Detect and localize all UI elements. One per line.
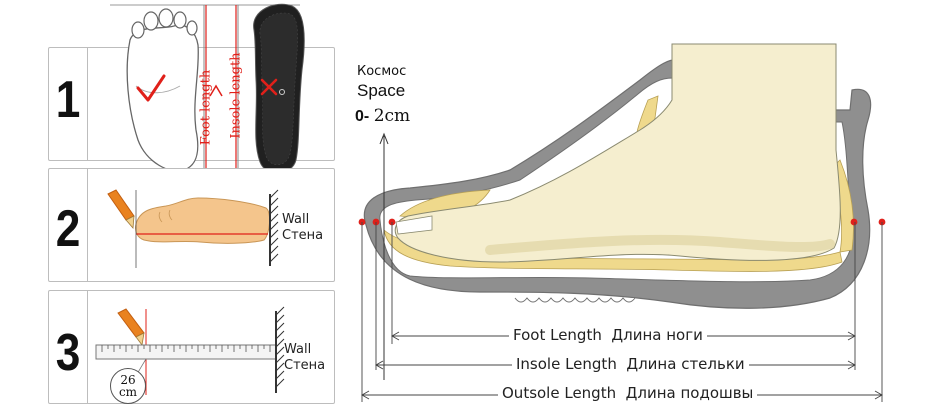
- wall-label-ru: Стена: [282, 228, 324, 243]
- insole-length-measure: Insole Length Длина стельки: [512, 355, 749, 373]
- wall-icon: [269, 189, 279, 266]
- step-number-box: 2: [49, 169, 88, 281]
- cross-icon: [260, 78, 278, 96]
- step-number-box: 1: [49, 48, 88, 160]
- wall-label: Wall Стена: [284, 342, 325, 374]
- step-2-illustration: [107, 189, 279, 268]
- wall-label-ru: Стена: [284, 358, 326, 373]
- foot-length-measure: Foot Length Длина ноги: [509, 326, 707, 344]
- bare-foot-outline: [126, 8, 199, 172]
- foot-shape: [394, 43, 841, 263]
- space-range-prefix: 0-: [355, 108, 370, 125]
- step-number: 1: [55, 71, 81, 129]
- measure-label-ru: Длина стельки: [626, 355, 745, 373]
- step-3-illustration: [95, 306, 285, 395]
- space-label: Space: [357, 81, 406, 100]
- measure-label-ru: Длина ноги: [611, 326, 703, 344]
- wall-label-en: Wall: [282, 212, 310, 227]
- space-range: 0- 2cm: [355, 106, 410, 126]
- shoe-cross-section: [358, 43, 886, 380]
- wall-label-en: Wall: [284, 342, 312, 357]
- outsole-length-measure: Outsole Length Длина подошвы: [498, 384, 758, 402]
- measure-label-en: Insole Length: [516, 355, 617, 373]
- insole-shape: [253, 3, 305, 174]
- step-number: 2: [55, 200, 81, 258]
- space-range-value: 2cm: [373, 106, 411, 126]
- check-icon: [136, 74, 166, 102]
- ruler-reading-unit: cm: [118, 385, 138, 399]
- measure-label-en: Outsole Length: [502, 384, 617, 402]
- measure-label-en: Foot Length: [513, 326, 602, 344]
- ruler-reading-circle: 26 cm: [110, 368, 146, 404]
- ruler-reading-value: 26: [120, 373, 136, 387]
- pencil-icon: [117, 308, 145, 346]
- step-number-box: 3: [49, 291, 88, 403]
- wall-label: Wall Стена: [282, 212, 323, 244]
- step-1-illustration: [110, 3, 305, 179]
- pencil-icon: [107, 189, 135, 229]
- wall-icon: [275, 306, 285, 393]
- space-label-ru: Космос: [357, 64, 407, 79]
- step-number: 3: [55, 324, 81, 382]
- measure-label-ru: Длина подошвы: [625, 384, 754, 402]
